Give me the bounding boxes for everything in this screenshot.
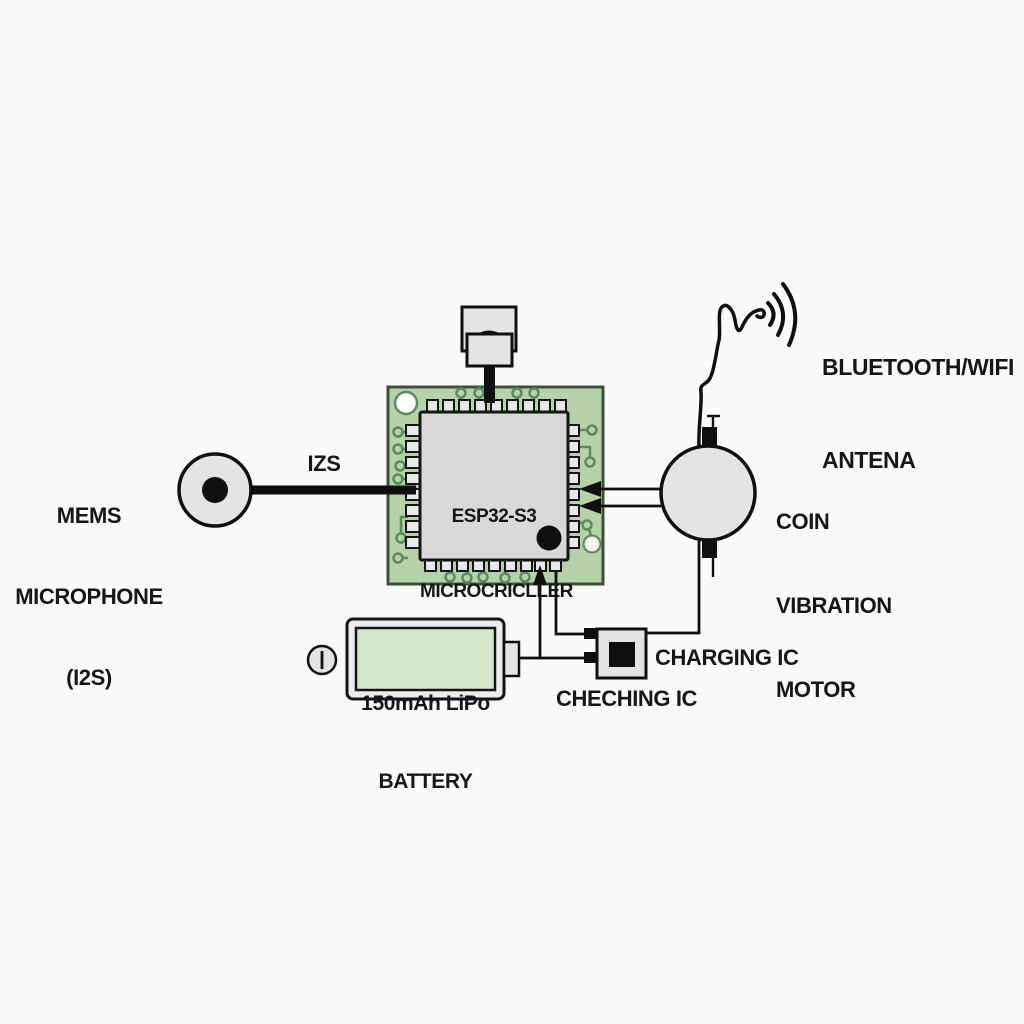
arrowhead-left-2 (579, 498, 601, 514)
chip-label-line2: MICROCRICLLER (420, 581, 573, 602)
pcb-traces (392, 387, 598, 584)
microphone-label-line1: MEMS (56, 503, 122, 528)
wifi-wave-1 (766, 301, 776, 327)
arrowhead-up (533, 565, 547, 585)
ic-die (609, 642, 635, 667)
charging-ic-label: CHARGING IC (655, 645, 799, 670)
chip-label-line1: ESP32-S3 (451, 506, 537, 527)
battery-label-line1: 150mAh LiPo (361, 692, 490, 715)
motor-to-chip-wires (579, 481, 661, 514)
chip-label: ESP32-S3 MICROCRICLLER (420, 454, 573, 654)
wire-chip-to-ic (554, 571, 586, 636)
coin-vibration-motor-symbol (659, 414, 757, 577)
wire-ic-to-motor (645, 540, 701, 635)
ic-pin-left-top (584, 628, 598, 639)
motor-label-line3: MOTOR (776, 677, 856, 702)
microphone-label: MEMS MICROPHONE (I2S) (8, 448, 170, 745)
battery-label: 150mAh LiPo BATTERY (356, 639, 495, 847)
microphone-label-line2: MICROPHONE (15, 584, 163, 609)
mounting-hole-top-left (393, 390, 419, 416)
antenna-label-line1: BLUETOOTH/WIFI (822, 354, 1015, 380)
wifi-wave-3 (781, 282, 798, 347)
microphone-label-line3: (I2S) (66, 665, 112, 690)
arrowhead-left-1 (579, 481, 601, 497)
antenna-wire-and-wifi-waves-icon (697, 282, 798, 449)
power-wires (519, 540, 701, 660)
bus-label: IZS (307, 451, 341, 476)
antenna-wire (697, 303, 766, 449)
motor-label-line1: COIN (776, 509, 830, 534)
ic-pin-left-bottom (584, 652, 598, 663)
chip-marker-dot (536, 525, 562, 551)
charging-ic-symbol (584, 627, 648, 680)
push-button-symbol (460, 305, 518, 403)
motor-label: COIN VIBRATION MOTOR (776, 452, 892, 760)
mounting-hole-bottom-right (582, 534, 602, 554)
wifi-wave-2 (772, 292, 786, 337)
lipo-battery-symbol (345, 617, 521, 701)
motor-label-line2: VIBRATION (776, 593, 892, 618)
antenna-label: BLUETOOTH/WIFI ANTENA (822, 290, 1014, 538)
button-stem (484, 364, 495, 403)
antenna-label-line2: ANTENA (822, 447, 916, 473)
checking-ic-label: CHECHING IC (556, 686, 698, 711)
mems-microphone-symbol (177, 452, 253, 528)
battery-label-line2: BATTERY (378, 770, 473, 793)
esp32-chip (418, 410, 570, 562)
power-indicator-icon (306, 644, 338, 676)
